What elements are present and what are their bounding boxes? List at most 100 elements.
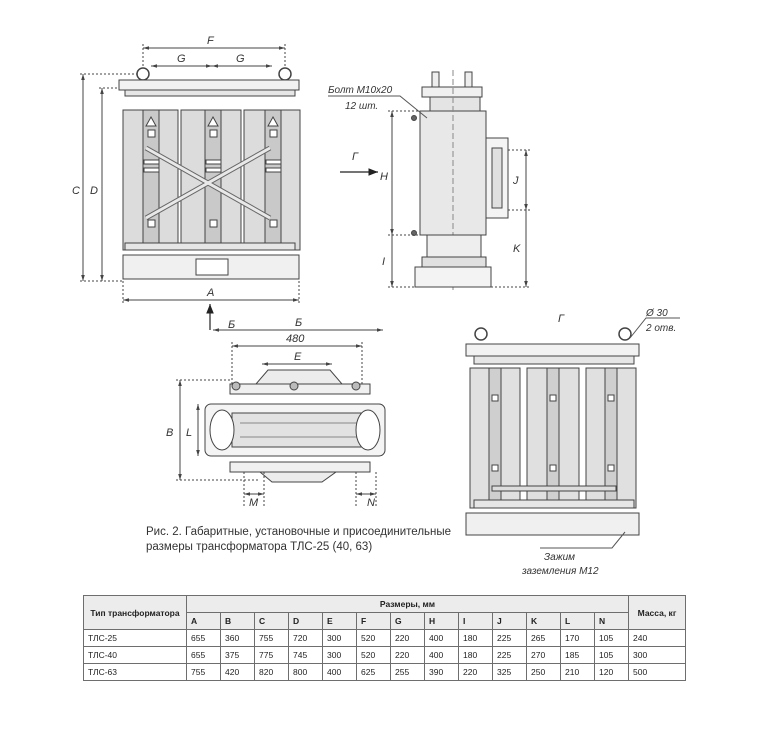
header-letter-I: I	[458, 612, 493, 630]
cell-value-D: 800	[288, 663, 323, 681]
header-letter-G: G	[390, 612, 425, 630]
bolt-note-line1: Болт M10x20	[328, 85, 393, 96]
cell-value-E: 400	[322, 663, 357, 681]
cell-value-C: 820	[254, 663, 289, 681]
cell-type: ТЛС-63	[83, 663, 187, 681]
header-mass: Масса, кг	[628, 595, 686, 630]
rear-view-title: Г	[558, 313, 565, 325]
dim-label-N: N	[367, 497, 375, 509]
cell-value-L: 185	[560, 646, 595, 664]
cell-value-K: 265	[526, 629, 561, 647]
ground-note-line2: заземления М12	[521, 566, 599, 577]
header-letter-E: E	[322, 612, 357, 630]
dim-label-E: E	[294, 351, 302, 363]
cell-value-K: 270	[526, 646, 561, 664]
hole-note-line2: 2 отв.	[645, 323, 676, 334]
cell-value-A: 655	[186, 629, 221, 647]
cell-value-J: 225	[492, 629, 527, 647]
cell-value-I: 180	[458, 646, 493, 664]
technical-drawing: F G G C D A	[72, 35, 680, 577]
rear-view-labels: Г Ø 30 2 отв. Зажим заземления М12	[521, 308, 676, 577]
dim-label-M: M	[249, 497, 259, 509]
cell-value-L: 210	[560, 663, 595, 681]
header-type: Тип трансформатора	[83, 595, 187, 630]
cell-value-J: 325	[492, 663, 527, 681]
lifting-eye-rear-left	[474, 327, 488, 341]
cell-value-H: 400	[424, 646, 459, 664]
cell-mass: 240	[628, 629, 686, 647]
dim-label-480: 480	[286, 333, 305, 345]
dim-label-G-left: G	[177, 53, 186, 65]
cell-value-I: 180	[458, 629, 493, 647]
cell-value-J: 225	[492, 646, 527, 664]
cell-value-F: 520	[356, 646, 391, 664]
cell-value-D: 745	[288, 646, 323, 664]
side-view-labels: Болт M10x20 12 шт. Г H I J K	[328, 85, 521, 268]
cell-value-G: 255	[390, 663, 425, 681]
bolt-note-line2: 12 шт.	[345, 101, 378, 112]
cell-type: ТЛС-25	[83, 629, 187, 647]
warning-icon-right	[267, 115, 279, 127]
dim-label-K: K	[513, 243, 521, 255]
dimensions-table: Тип трансформатора Размеры, мм Масса, кг…	[83, 595, 686, 681]
figure-caption-line2: размеры трансформатора ТЛС-25 (40, 63)	[146, 541, 373, 553]
cell-value-G: 220	[390, 646, 425, 664]
header-letter-B: B	[220, 612, 255, 630]
header-dimensions: Размеры, мм	[186, 595, 629, 613]
header-letter-H: H	[424, 612, 459, 630]
header-letter-C: C	[254, 612, 289, 630]
cell-value-H: 400	[424, 629, 459, 647]
warning-icon-middle	[207, 115, 219, 127]
warning-icon-left	[145, 115, 157, 127]
figure-caption: Рис. 2. Габаритные, установочные и присо…	[146, 525, 451, 555]
side-base	[414, 266, 492, 288]
dim-label-B-top: Б	[295, 317, 302, 329]
cell-value-F: 625	[356, 663, 391, 681]
cell-value-L: 170	[560, 629, 595, 647]
front-view	[80, 44, 301, 304]
rear-view	[465, 317, 680, 549]
dim-label-I: I	[382, 256, 385, 268]
header-letter-J: J	[492, 612, 527, 630]
hole-note-line1: Ø 30	[645, 308, 668, 319]
cell-value-F: 520	[356, 629, 391, 647]
lifting-eye-rear-right	[618, 327, 632, 341]
header-letter-D: D	[288, 612, 323, 630]
view-arrow-label-B: Б	[228, 319, 235, 331]
cell-value-I: 220	[458, 663, 493, 681]
dim-label-H: H	[380, 171, 388, 183]
lifting-eye-right	[278, 67, 292, 81]
top-view-labels: Б Б 480 E B L M N	[166, 317, 375, 509]
dim-label-C: C	[72, 185, 80, 197]
figure-caption-line1: Рис. 2. Габаритные, установочные и присо…	[146, 526, 452, 538]
cell-value-G: 220	[390, 629, 425, 647]
cell-mass: 300	[628, 646, 686, 664]
cell-value-B: 420	[220, 663, 255, 681]
top-view	[176, 304, 386, 508]
header-letter-N: N	[594, 612, 629, 630]
cell-mass: 500	[628, 663, 686, 681]
dim-label-F: F	[207, 35, 215, 47]
table-header-row: Тип трансформатора Размеры, мм Масса, кг	[83, 595, 686, 630]
view-arrow-label-G: Г	[352, 151, 359, 163]
cell-value-D: 720	[288, 629, 323, 647]
rear-base	[465, 512, 640, 536]
cell-value-N: 105	[594, 629, 629, 647]
header-letter-L: L	[560, 612, 595, 630]
cell-value-E: 300	[322, 629, 357, 647]
lifting-eye-left	[136, 67, 150, 81]
cell-value-N: 105	[594, 646, 629, 664]
cell-value-B: 360	[220, 629, 255, 647]
cell-type: ТЛС-40	[83, 646, 187, 664]
cell-value-C: 775	[254, 646, 289, 664]
header-letter-A: A	[186, 612, 221, 630]
cell-value-B: 375	[220, 646, 255, 664]
cell-value-C: 755	[254, 629, 289, 647]
dim-label-L: L	[186, 427, 192, 439]
dim-label-J: J	[512, 175, 519, 187]
